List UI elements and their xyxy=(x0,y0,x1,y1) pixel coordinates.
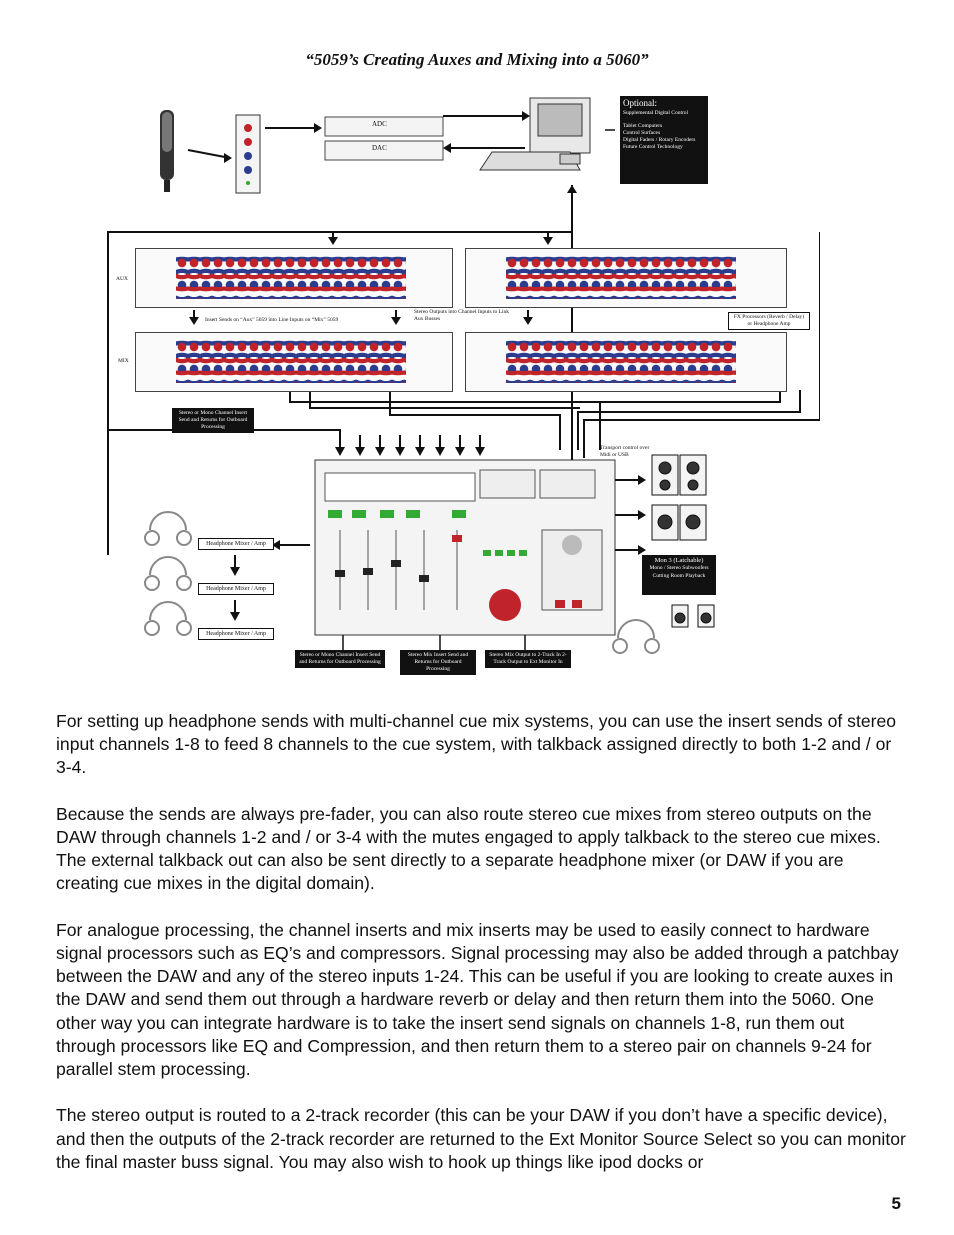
fx-note: FX Processors (Reverb / Delay) or Headph… xyxy=(728,312,810,330)
headphones-icon xyxy=(144,511,660,654)
mon3-line: Mon 3 (Latchable) xyxy=(654,557,704,564)
body-text: For setting up headphone sends with mult… xyxy=(56,710,906,1197)
headphone-mixer-1: Headphone Mixer / Amp xyxy=(198,538,274,550)
diagram-lines xyxy=(107,97,820,654)
mix-label: MIX xyxy=(118,358,129,364)
aux-label: AUX xyxy=(116,276,128,282)
computer-icon xyxy=(479,97,591,171)
aux-rack-right xyxy=(465,248,787,308)
optional-heading: Optional: xyxy=(623,98,657,108)
console-input-arrows xyxy=(335,435,485,456)
insert-sends-note: Insert Sends on “Aux” 5059 into Line Inp… xyxy=(205,317,339,323)
optional-line: Supplemental Digital Control xyxy=(623,109,689,116)
preamp-module-icon xyxy=(235,114,261,194)
optional-line: Control Surfaces xyxy=(623,129,661,136)
adc-label: ADC xyxy=(372,120,387,128)
aux-rack-left xyxy=(135,248,453,308)
microphone-icon xyxy=(160,110,174,192)
optional-line: Digital Faders / Rotary Encoders xyxy=(623,137,696,144)
transport-note: Transport control over Midi or USB xyxy=(600,445,650,458)
paragraph: The stereo output is routed to a 2-track… xyxy=(56,1105,906,1172)
console-5060-icon xyxy=(314,459,616,636)
mix-rack-right xyxy=(465,332,787,392)
paragraph: For analogue processing, the channel ins… xyxy=(56,919,899,1080)
mix-rack-left xyxy=(135,332,453,392)
dac-label: DAC xyxy=(372,144,387,152)
page-number: 5 xyxy=(891,1194,901,1213)
headphone-mixer-2: Headphone Mixer / Amp xyxy=(198,583,274,595)
page-title: “5059’s Creating Auxes and Mixing into a… xyxy=(305,50,649,69)
stereo-outputs-note: Stereo Outputs into Channel Inputs to Li… xyxy=(414,309,510,322)
headphone-mixer-3: Headphone Mixer / Amp xyxy=(198,628,274,640)
optional-line: Future Control Technology xyxy=(623,144,683,151)
mon3-line: Cutting Room Playback xyxy=(652,572,706,579)
bottom-note-stereo-mix: Stereo Mix Output to 2-Track In 2-Track … xyxy=(485,650,571,669)
speakers-icon xyxy=(651,454,715,628)
optional-line: Tablet Computers xyxy=(623,122,663,129)
mon3-box: Mon 3 (Latchable) Mono / Stereo Subwoofe… xyxy=(642,555,716,595)
left-insert-note: Stereo or Mono Channel Insert Send and R… xyxy=(172,408,254,434)
signal-flow-diagram: ADC DAC Optional: Supplemental Digital C… xyxy=(100,90,820,700)
mon3-line: Mono / Stereo Subwoofers xyxy=(649,565,709,572)
bottom-note-channel-insert: Stereo or Mono Channel Insert Send and R… xyxy=(295,650,385,669)
bottom-note-mix-insert: Stereo Mix Insert Send and Returns for O… xyxy=(400,650,476,676)
paragraph: Because the sends are always pre-fader, … xyxy=(56,803,881,894)
optional-box: Optional: Supplemental Digital Control T… xyxy=(620,96,708,184)
paragraph: For setting up headphone sends with mult… xyxy=(56,711,897,778)
